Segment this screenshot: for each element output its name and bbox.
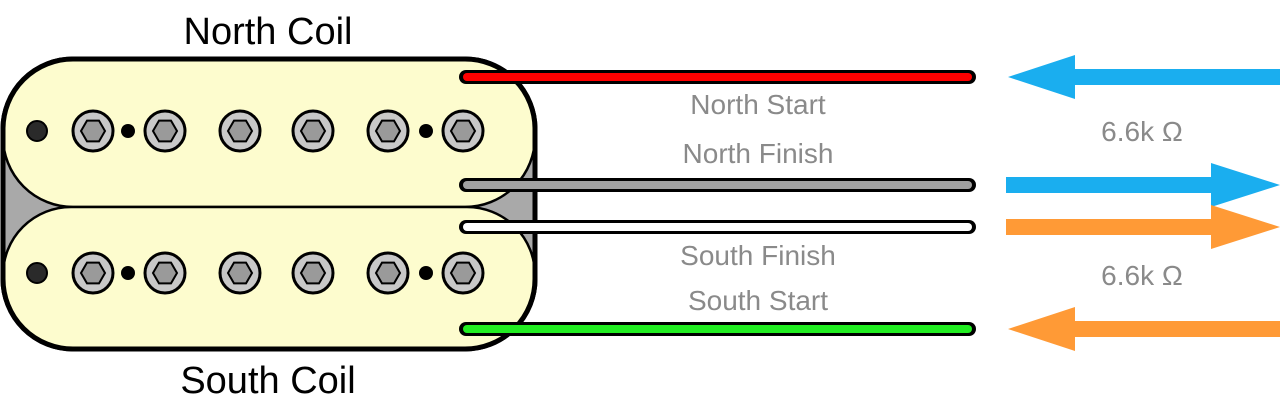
north-mount-dot <box>26 120 48 142</box>
south-mount-dot <box>26 262 48 284</box>
north-coil-title: North Coil <box>184 11 353 53</box>
wire-leads <box>459 70 976 336</box>
north-small-dot-2 <box>419 124 433 138</box>
south-finish-label: South Finish <box>680 240 836 271</box>
south-pole-pieces <box>26 251 485 295</box>
north-start-wire <box>459 70 976 84</box>
north-pole-pieces <box>26 109 485 153</box>
north-small-dot-1 <box>121 124 135 138</box>
south-pole-screw-4 <box>291 251 335 295</box>
south-start-wire <box>459 322 976 336</box>
south-arrow-left-icon <box>1008 307 1280 351</box>
north-start-label: North Start <box>690 89 826 120</box>
north-pole-screw-3 <box>218 109 262 153</box>
south-pole-screw-3 <box>218 251 262 295</box>
south-pole-screw-1 <box>71 251 115 295</box>
north-resistance-label: 6.6k Ω <box>1101 116 1183 147</box>
north-pole-screw-1 <box>71 109 115 153</box>
north-pole-screw-6 <box>441 109 485 153</box>
north-finish-label: North Finish <box>683 138 834 169</box>
humbucker-pickup <box>0 56 538 352</box>
south-pole-screw-5 <box>366 251 410 295</box>
south-finish-wire <box>459 220 976 234</box>
south-small-dot-1 <box>121 266 135 280</box>
south-resistance-label: 6.6k Ω <box>1101 260 1183 291</box>
current-flow-arrows <box>1006 55 1280 351</box>
south-small-dot-2 <box>419 266 433 280</box>
south-arrow-right-icon <box>1006 205 1280 249</box>
south-pole-screw-6 <box>441 251 485 295</box>
north-pole-screw-2 <box>143 109 187 153</box>
north-pole-screw-5 <box>366 109 410 153</box>
south-start-label: South Start <box>688 285 828 316</box>
north-arrow-left-icon <box>1008 55 1280 99</box>
north-arrow-right-icon <box>1006 163 1280 207</box>
north-pole-screw-4 <box>291 109 335 153</box>
south-coil-title: South Coil <box>180 360 355 402</box>
north-finish-wire <box>459 178 976 192</box>
south-pole-screw-2 <box>143 251 187 295</box>
